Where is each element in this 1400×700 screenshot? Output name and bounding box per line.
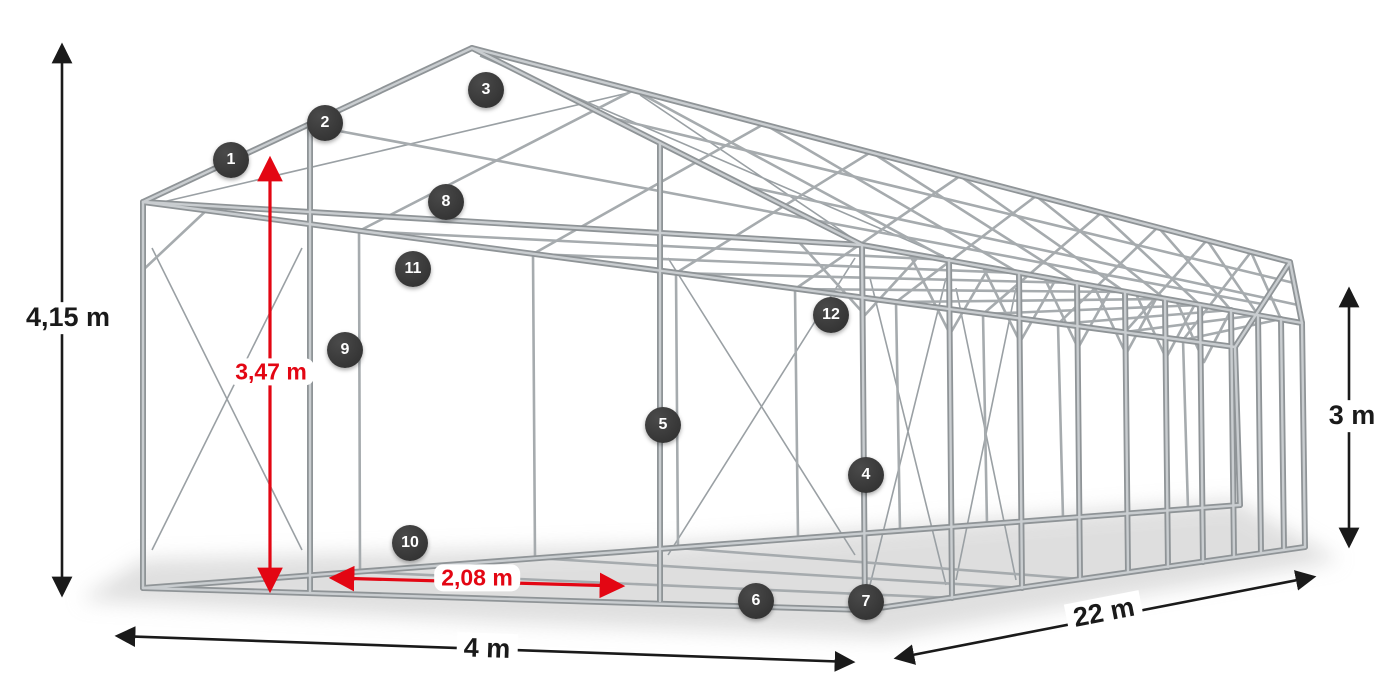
callout-7: 7 <box>848 584 884 620</box>
callout-1: 1 <box>213 142 249 178</box>
callout-9: 9 <box>327 332 363 368</box>
callout-12: 12 <box>813 297 849 333</box>
callout-6: 6 <box>738 583 774 619</box>
dimension-total-height: 4,15 m <box>18 302 118 334</box>
callout-8: 8 <box>428 184 464 220</box>
callout-2: 2 <box>307 105 343 141</box>
dimension-side-height: 3 m <box>1321 400 1383 432</box>
callout-10: 10 <box>392 525 428 561</box>
callout-4: 4 <box>848 457 884 493</box>
dimension-width: 4 m <box>456 632 518 666</box>
callout-5: 5 <box>645 407 681 443</box>
dimension-clear-height: 3,47 m <box>228 358 314 386</box>
callout-3: 3 <box>468 72 504 108</box>
callout-11: 11 <box>395 251 431 287</box>
dimension-passage-width: 2,08 m <box>434 564 520 592</box>
